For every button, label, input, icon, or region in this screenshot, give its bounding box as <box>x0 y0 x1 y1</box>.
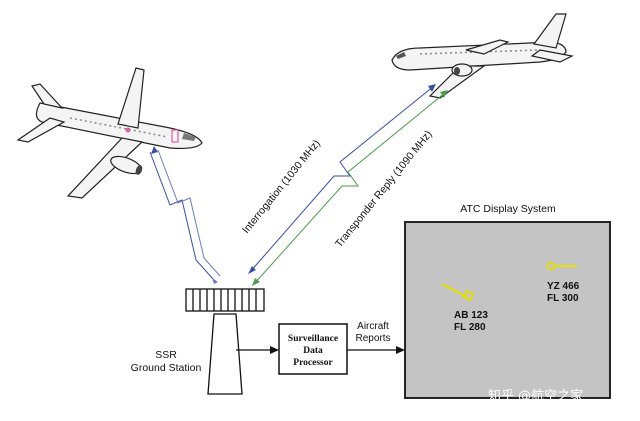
right-airplane-tail-fin <box>532 13 567 49</box>
processor-to-display-arrow <box>347 346 405 354</box>
right-airplane-fuselage <box>391 41 567 71</box>
processor-box <box>278 323 348 375</box>
tower-to-processor-arrow <box>236 346 279 354</box>
target-ab123-leader <box>441 283 468 298</box>
target-yz466-level: FL 300 <box>547 293 579 304</box>
ground-station-label-line2: Ground Station <box>131 362 202 374</box>
left-airplane-lower-wing <box>66 137 144 199</box>
right-airplane-upper-wing <box>465 39 510 55</box>
target-yz466-symbol <box>546 261 556 271</box>
left-signal-link <box>149 146 221 284</box>
right-airplane <box>391 13 574 99</box>
target-yz466: YZ 466 FL 300 <box>546 261 580 304</box>
atc-display-screen <box>404 221 611 399</box>
ssr-antenna <box>185 288 265 312</box>
display-title: ATC Display System <box>460 203 556 215</box>
aircraft-reports-label-line1: Aircraft <box>357 321 389 332</box>
left-interrogation-line <box>149 151 215 281</box>
target-ab123-callsign: AB 123 <box>454 310 488 321</box>
left-airplane-upper-wing <box>117 67 145 129</box>
target-ab123: AB 123 FL 280 <box>441 283 488 333</box>
interrogation-line <box>249 85 435 273</box>
left-airplane-fuselage <box>35 102 203 150</box>
ground-station-label-line1: SSR <box>155 349 177 361</box>
processor-label-line3: Processor <box>293 358 333 368</box>
right-airplane-lower-wing <box>428 65 486 99</box>
left-airplane-tail-fin <box>31 83 64 109</box>
aircraft-reports-label-line2: Reports <box>355 333 390 344</box>
watermark-text: 知乎 @航空之家 <box>488 388 583 404</box>
ssr-tower <box>207 313 243 395</box>
target-ab123-symbol <box>462 289 475 302</box>
processor-label-line1: Surveillance <box>288 334 338 344</box>
right-signal-link <box>248 84 448 286</box>
target-yz466-callsign: YZ 466 <box>547 281 580 292</box>
reply-line <box>253 91 447 285</box>
processor-label-line2: Data <box>303 346 323 356</box>
left-airplane <box>16 67 203 199</box>
target-ab123-level: FL 280 <box>454 322 486 333</box>
